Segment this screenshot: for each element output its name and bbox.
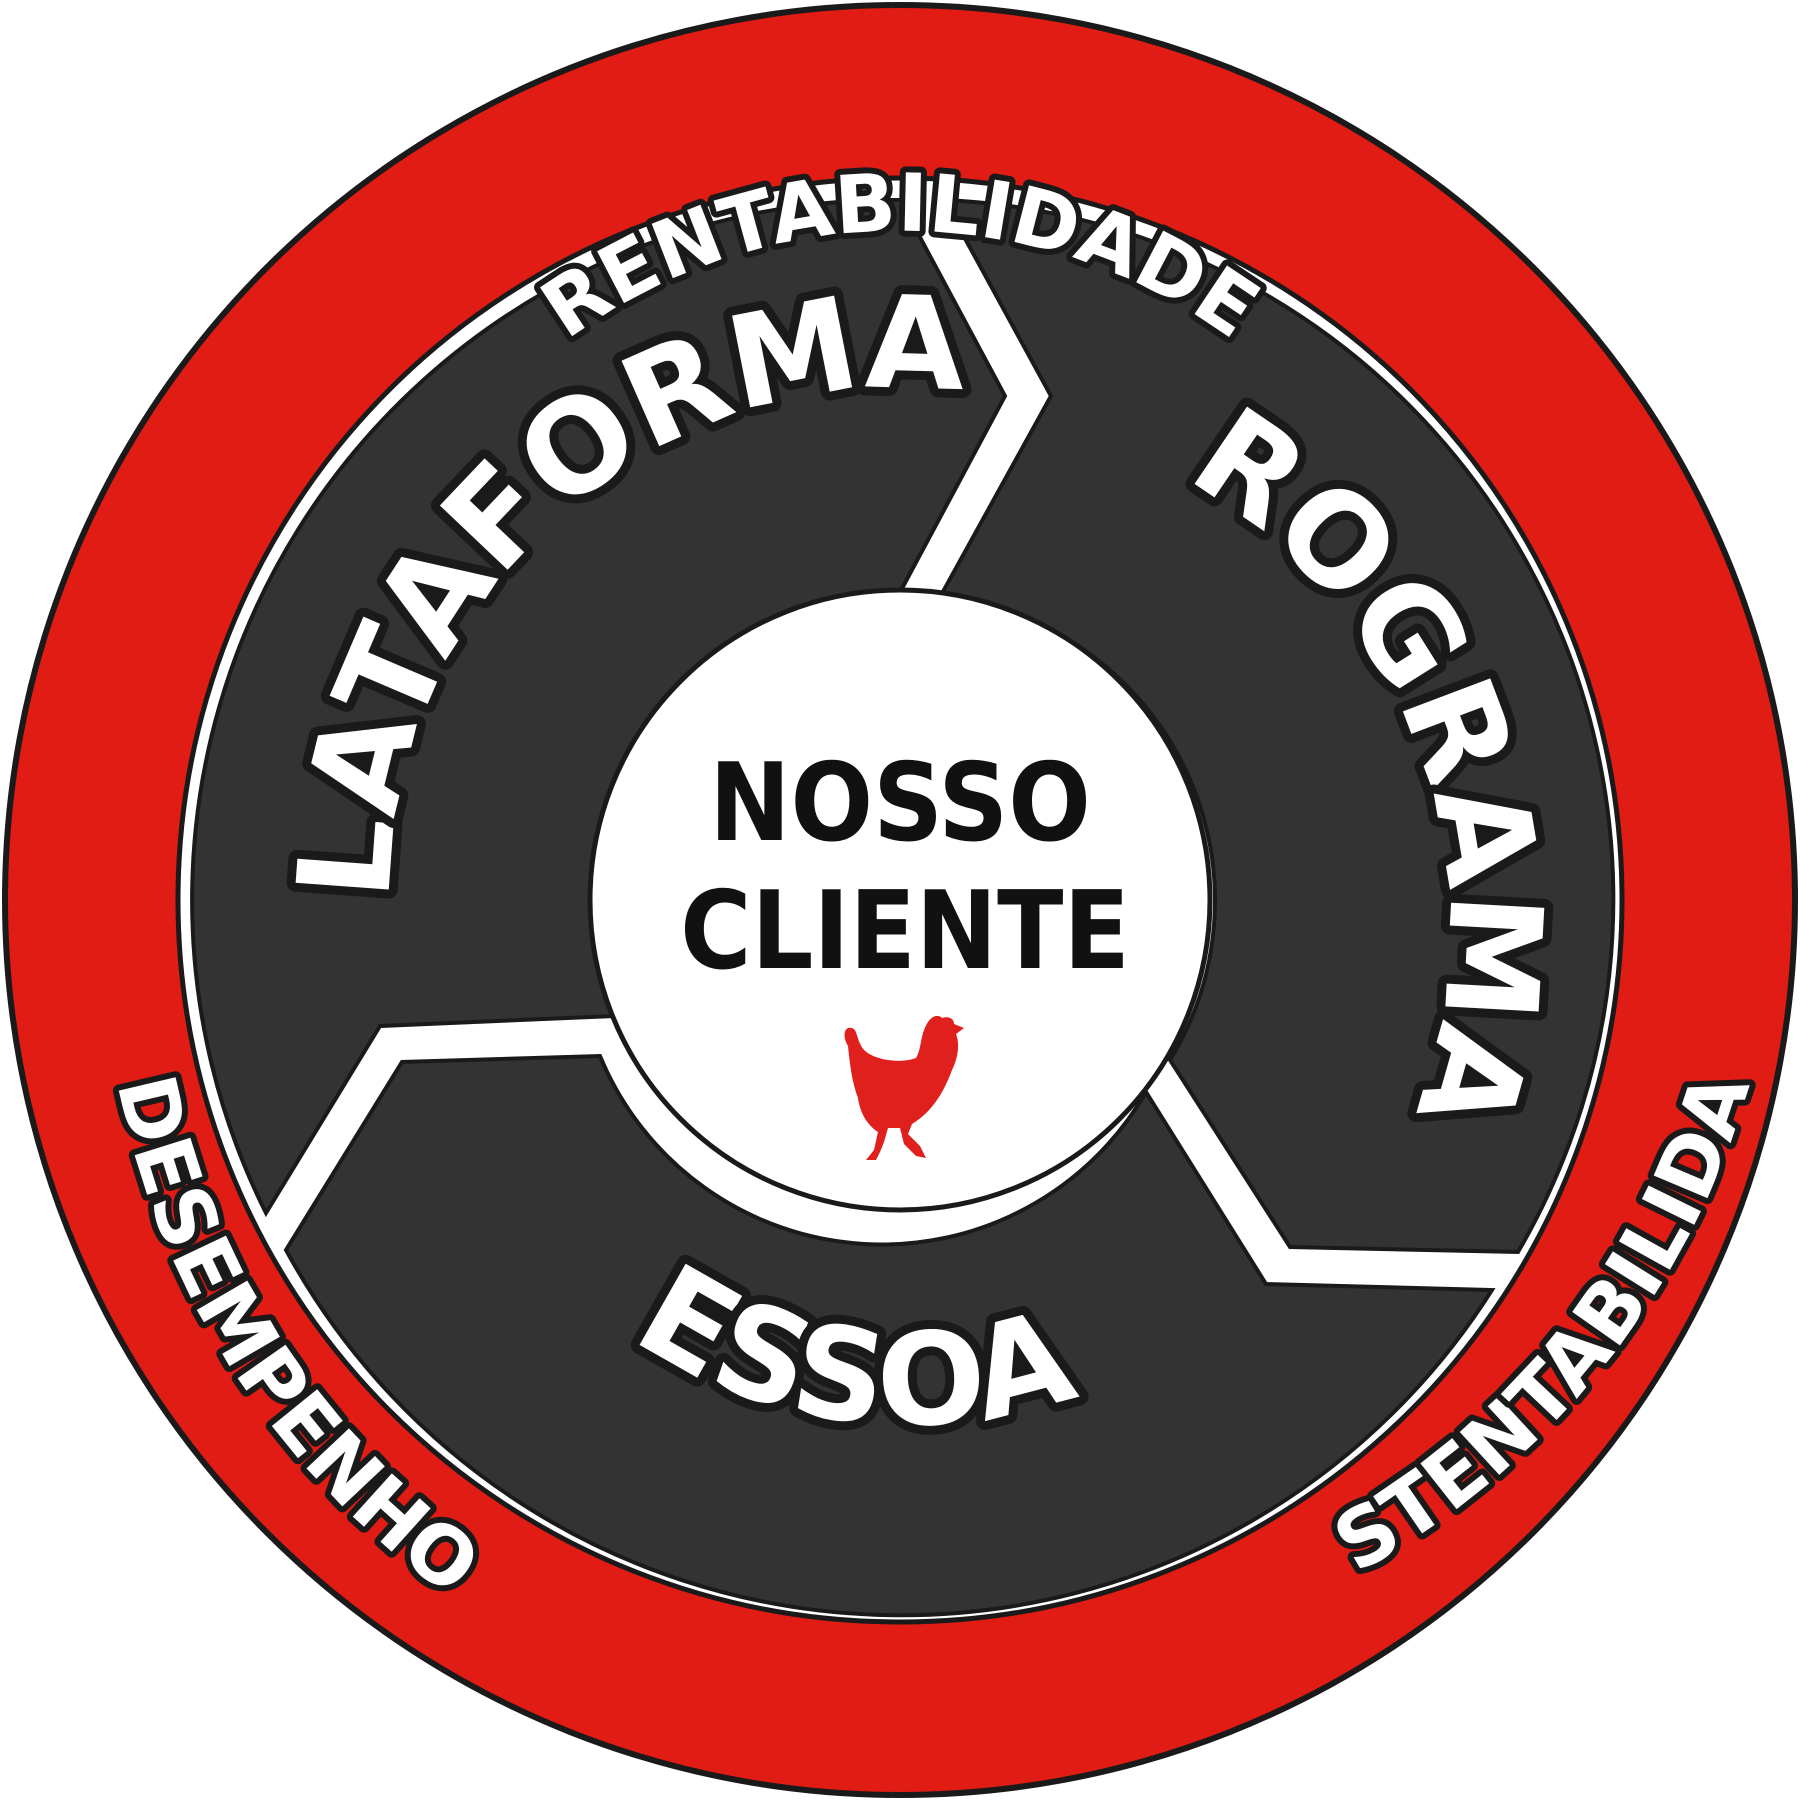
segment-group [190, 197, 1616, 1618]
center-label-line1: NOSSO [709, 741, 1091, 866]
center-label-line2: CLIENTE [680, 869, 1130, 994]
segment-pessoas [283, 1053, 1496, 1618]
hen-icon [844, 1015, 964, 1160]
center-circle [587, 587, 1213, 1213]
